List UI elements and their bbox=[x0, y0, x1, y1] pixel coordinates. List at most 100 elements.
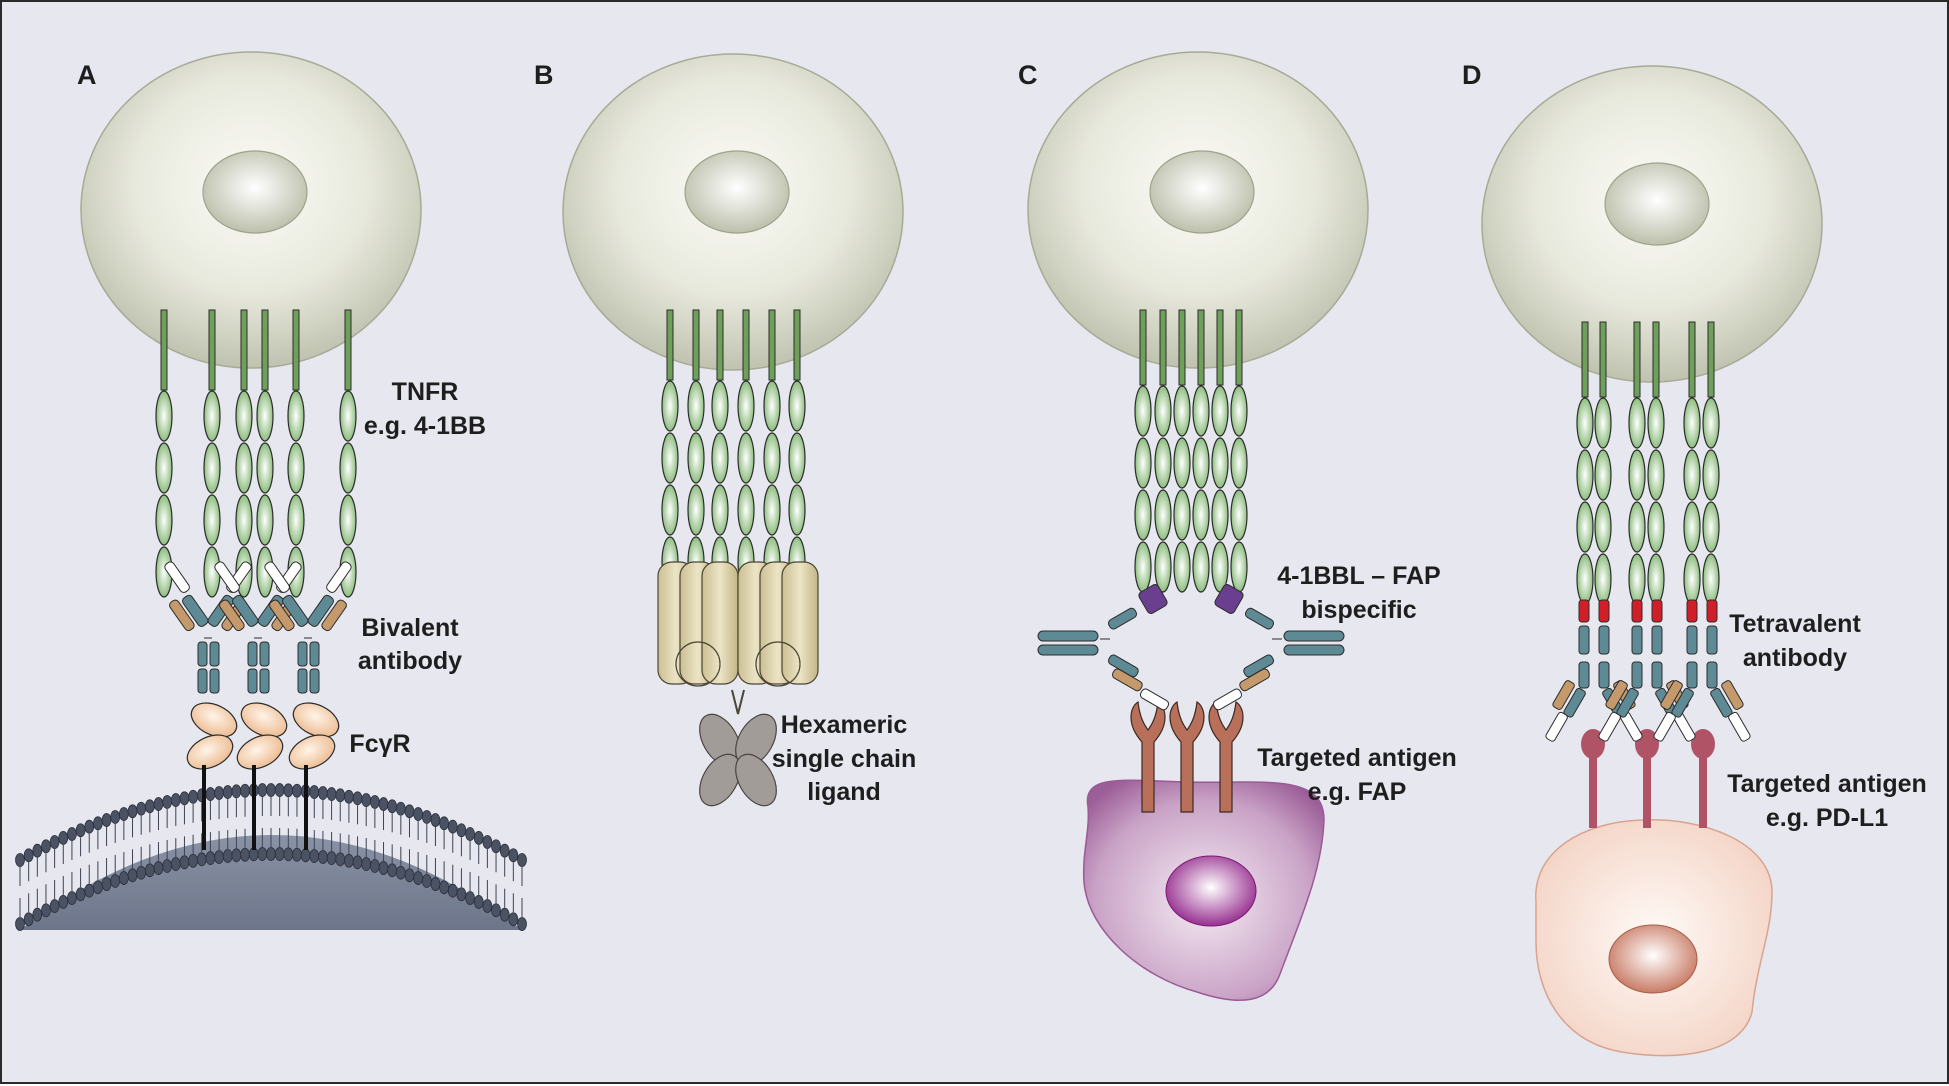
lipid-head bbox=[188, 853, 199, 868]
receptor-domain bbox=[1594, 397, 1612, 449]
pdl1-stalk bbox=[1589, 750, 1597, 828]
lipid-head bbox=[240, 847, 250, 862]
lipid-head bbox=[41, 839, 51, 854]
receptor-stalk bbox=[344, 309, 352, 391]
panel-a bbox=[15, 51, 527, 931]
tnfr-receptor bbox=[1211, 309, 1229, 593]
heavy-chain bbox=[1578, 625, 1590, 655]
receptor-domain bbox=[687, 432, 705, 484]
receptor-domain bbox=[788, 484, 806, 536]
receptor-domain bbox=[763, 380, 781, 432]
panel-a-letter: A bbox=[77, 60, 97, 90]
lipid-head bbox=[15, 853, 25, 867]
receptor-stalk bbox=[692, 309, 700, 381]
anti-4-1bb-binding-site bbox=[1578, 599, 1590, 623]
fc-domain bbox=[297, 641, 308, 667]
pdl1-fab-arm bbox=[1545, 680, 1586, 742]
fcr-domain bbox=[190, 702, 238, 738]
lipid-head bbox=[179, 791, 190, 806]
t-cell-nucleus bbox=[1604, 162, 1710, 246]
heavy-chain bbox=[1598, 625, 1610, 655]
receptor-domain bbox=[339, 442, 357, 494]
receptor-domain bbox=[235, 442, 253, 494]
receptor-domain bbox=[1628, 397, 1646, 449]
lipid-head bbox=[101, 813, 112, 827]
receptor-domain bbox=[287, 390, 305, 442]
lipid-head bbox=[274, 847, 285, 861]
fc-gamma-receptor bbox=[186, 702, 238, 850]
receptor-stalk bbox=[793, 309, 801, 381]
light-chain bbox=[169, 599, 195, 632]
pdl1-antigen bbox=[1581, 729, 1605, 828]
pdl1-antigen-label: Targeted antigen bbox=[1727, 770, 1927, 798]
receptor-domain bbox=[1628, 501, 1646, 553]
lipid-head bbox=[283, 783, 294, 798]
receptor-domain bbox=[1702, 553, 1720, 605]
receptor-stalk bbox=[1581, 321, 1589, 398]
fc-domain bbox=[197, 668, 208, 694]
accessory-cell-body bbox=[20, 835, 522, 930]
tetravalent-antibody bbox=[1545, 599, 1643, 742]
fap-fab-light bbox=[1239, 668, 1271, 692]
fcr-label: FcγR bbox=[349, 730, 410, 758]
ligand-trimer bbox=[737, 561, 819, 687]
lipid-head bbox=[430, 813, 441, 827]
receptor-domain bbox=[1576, 553, 1594, 605]
fab-arm bbox=[264, 561, 309, 632]
lipid-head bbox=[369, 795, 380, 809]
receptor-domain bbox=[1683, 397, 1701, 449]
fc-chain bbox=[1283, 644, 1345, 656]
fc-domain bbox=[297, 668, 308, 694]
lipid-head bbox=[101, 877, 112, 891]
bispecific-label: bispecific bbox=[1301, 596, 1416, 624]
receptor-domain bbox=[203, 390, 221, 442]
variable-domain bbox=[214, 561, 240, 593]
lipid-head bbox=[300, 848, 311, 863]
variable-domain bbox=[164, 561, 190, 593]
lipid-head bbox=[465, 827, 475, 841]
fc-domain bbox=[247, 668, 258, 694]
receptor-domain bbox=[1230, 437, 1248, 489]
receptor-domain bbox=[287, 494, 305, 546]
lipid-head bbox=[361, 793, 372, 807]
lipid-head bbox=[387, 863, 398, 878]
tnfr-receptor bbox=[711, 309, 729, 588]
fcr-domain bbox=[236, 734, 284, 770]
fc-domain bbox=[247, 641, 258, 667]
lipid-head bbox=[162, 859, 173, 873]
lipid-head bbox=[413, 871, 424, 885]
receptor-stalk bbox=[1707, 321, 1715, 398]
lipid-head bbox=[49, 899, 60, 913]
lipid-head bbox=[75, 823, 86, 838]
lipid-head bbox=[179, 855, 190, 870]
lipid-head bbox=[75, 887, 86, 902]
lipid-head bbox=[404, 804, 415, 819]
lipid-head bbox=[92, 816, 103, 831]
receptor-domain bbox=[1230, 385, 1248, 437]
lipid-head bbox=[92, 880, 103, 895]
receptor-domain bbox=[1134, 385, 1152, 437]
receptor-domain bbox=[1594, 553, 1612, 605]
receptor-stalk bbox=[1178, 309, 1186, 386]
fab-variable bbox=[1598, 711, 1621, 742]
receptor-domain bbox=[737, 432, 755, 484]
fc-domain bbox=[209, 641, 220, 667]
lipid-head bbox=[439, 816, 450, 831]
pdl1-cell-nucleus bbox=[1608, 924, 1698, 994]
panel-b-letter: B bbox=[534, 60, 554, 90]
receptor-domain bbox=[235, 390, 253, 442]
variable-domain bbox=[264, 561, 290, 593]
tnfr-receptor bbox=[287, 309, 305, 598]
lipid-head bbox=[170, 857, 181, 871]
tnfr-example-label: e.g. 4-1BB bbox=[364, 412, 486, 440]
receptor-stalk bbox=[1599, 321, 1607, 398]
receptor-domain bbox=[1154, 437, 1172, 489]
receptor-domain bbox=[203, 442, 221, 494]
receptor-stalk bbox=[768, 309, 776, 381]
lipid-head bbox=[387, 799, 398, 814]
fc-gamma-receptor bbox=[288, 702, 340, 850]
receptor-domain bbox=[1211, 385, 1229, 437]
receptor-domain bbox=[661, 380, 679, 432]
panel-b bbox=[562, 53, 904, 807]
tetravalent-antibody bbox=[1598, 599, 1696, 742]
